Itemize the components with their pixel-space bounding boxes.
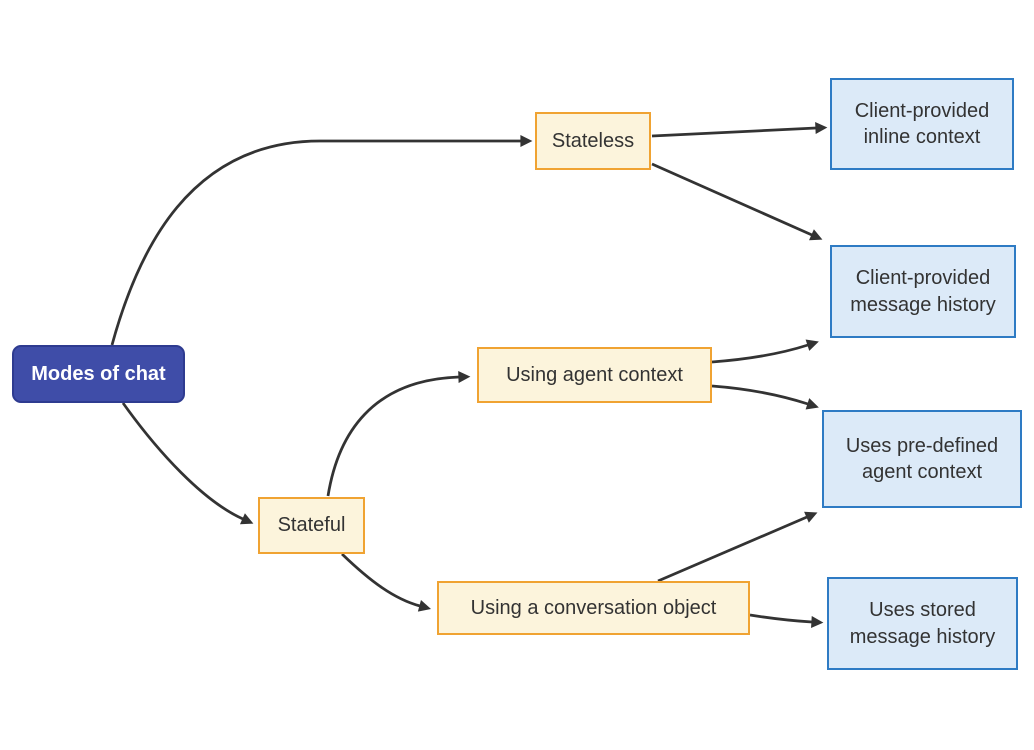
node-client-provided-message-history: Client-provided message history bbox=[830, 245, 1016, 338]
node-using-conversation-object: Using a conversation object bbox=[437, 581, 750, 635]
node-uses-stored-message-history: Uses stored message history bbox=[827, 577, 1018, 670]
edge-agent-context-to-predefined-context bbox=[711, 384, 819, 410]
node-client-provided-message-history-label: Client-provided message history bbox=[850, 267, 996, 316]
edge-root-to-stateful bbox=[121, 402, 254, 525]
node-modes-of-chat-label: Modes of chat bbox=[31, 362, 166, 385]
node-uses-predefined-agent-context: Uses pre-defined agent context bbox=[822, 410, 1022, 508]
node-uses-predefined-agent-context-label: Uses pre-defined agent context bbox=[845, 434, 999, 483]
node-stateless: Stateless bbox=[535, 112, 651, 170]
node-client-provided-inline-context-label: Client-provided inline context bbox=[854, 99, 990, 148]
node-client-provided-inline-context: Client-provided inline context bbox=[830, 78, 1014, 170]
node-using-agent-context-label: Using agent context bbox=[506, 363, 683, 386]
node-stateful: Stateful bbox=[258, 497, 365, 554]
edge-conversation-object-to-stored-history bbox=[749, 613, 824, 628]
edge-stateful-to-conversation-object bbox=[341, 553, 432, 612]
edge-stateless-to-inline-context bbox=[651, 122, 828, 138]
node-using-agent-context: Using agent context bbox=[477, 347, 712, 403]
edge-conversation-object-to-predefined-context bbox=[657, 511, 818, 583]
node-uses-stored-message-history-label: Uses stored message history bbox=[849, 599, 996, 648]
node-stateless-label: Stateless bbox=[551, 129, 635, 152]
edge-root-to-stateless bbox=[110, 135, 533, 346]
node-modes-of-chat: Modes of chat bbox=[12, 345, 185, 403]
node-using-conversation-object-label: Using a conversation object bbox=[470, 596, 717, 619]
edge-stateful-to-agent-context bbox=[326, 371, 471, 497]
node-stateful-label: Stateful bbox=[277, 514, 346, 537]
edge-agent-context-to-message-history bbox=[711, 339, 819, 364]
edge-stateless-to-message-history bbox=[651, 162, 823, 241]
